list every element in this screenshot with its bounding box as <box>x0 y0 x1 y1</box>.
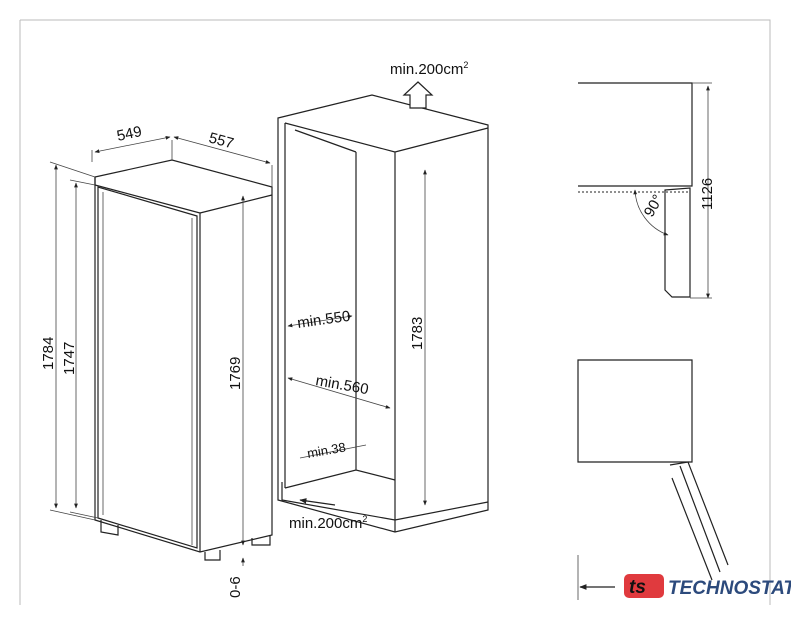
dim-door-height: 1126 <box>699 178 716 210</box>
technostatus-logo: ts TECHNOSTATUS <box>624 574 791 599</box>
vent-top-label: min.200cm2 <box>390 60 468 78</box>
niche-drawing <box>277 81 489 533</box>
logo-name: TECHNOSTATUS <box>668 578 791 599</box>
dim-height-total: 1784 <box>40 337 57 370</box>
appliance-drawing <box>49 135 273 566</box>
door-angle: 90° <box>641 192 667 220</box>
dim-width: 557 <box>207 129 236 152</box>
dim-niche-height: 1783 <box>409 317 426 350</box>
door-side-view <box>578 82 712 299</box>
dim-niche-depth: min.550 <box>296 308 351 332</box>
logo-mark: ts <box>629 577 646 598</box>
frame-border <box>19 19 771 605</box>
dim-height-door: 1747 <box>61 342 78 375</box>
dim-height-body: 1769 <box>227 357 244 390</box>
dim-plinth: min.38 <box>306 439 347 461</box>
door-open-view <box>577 359 729 600</box>
vent-bottom-label: min.200cm2 <box>289 514 367 532</box>
dim-depth: 549 <box>115 123 143 145</box>
vent-up-arrow <box>402 81 434 109</box>
dim-gap: 0-6 <box>227 576 244 598</box>
